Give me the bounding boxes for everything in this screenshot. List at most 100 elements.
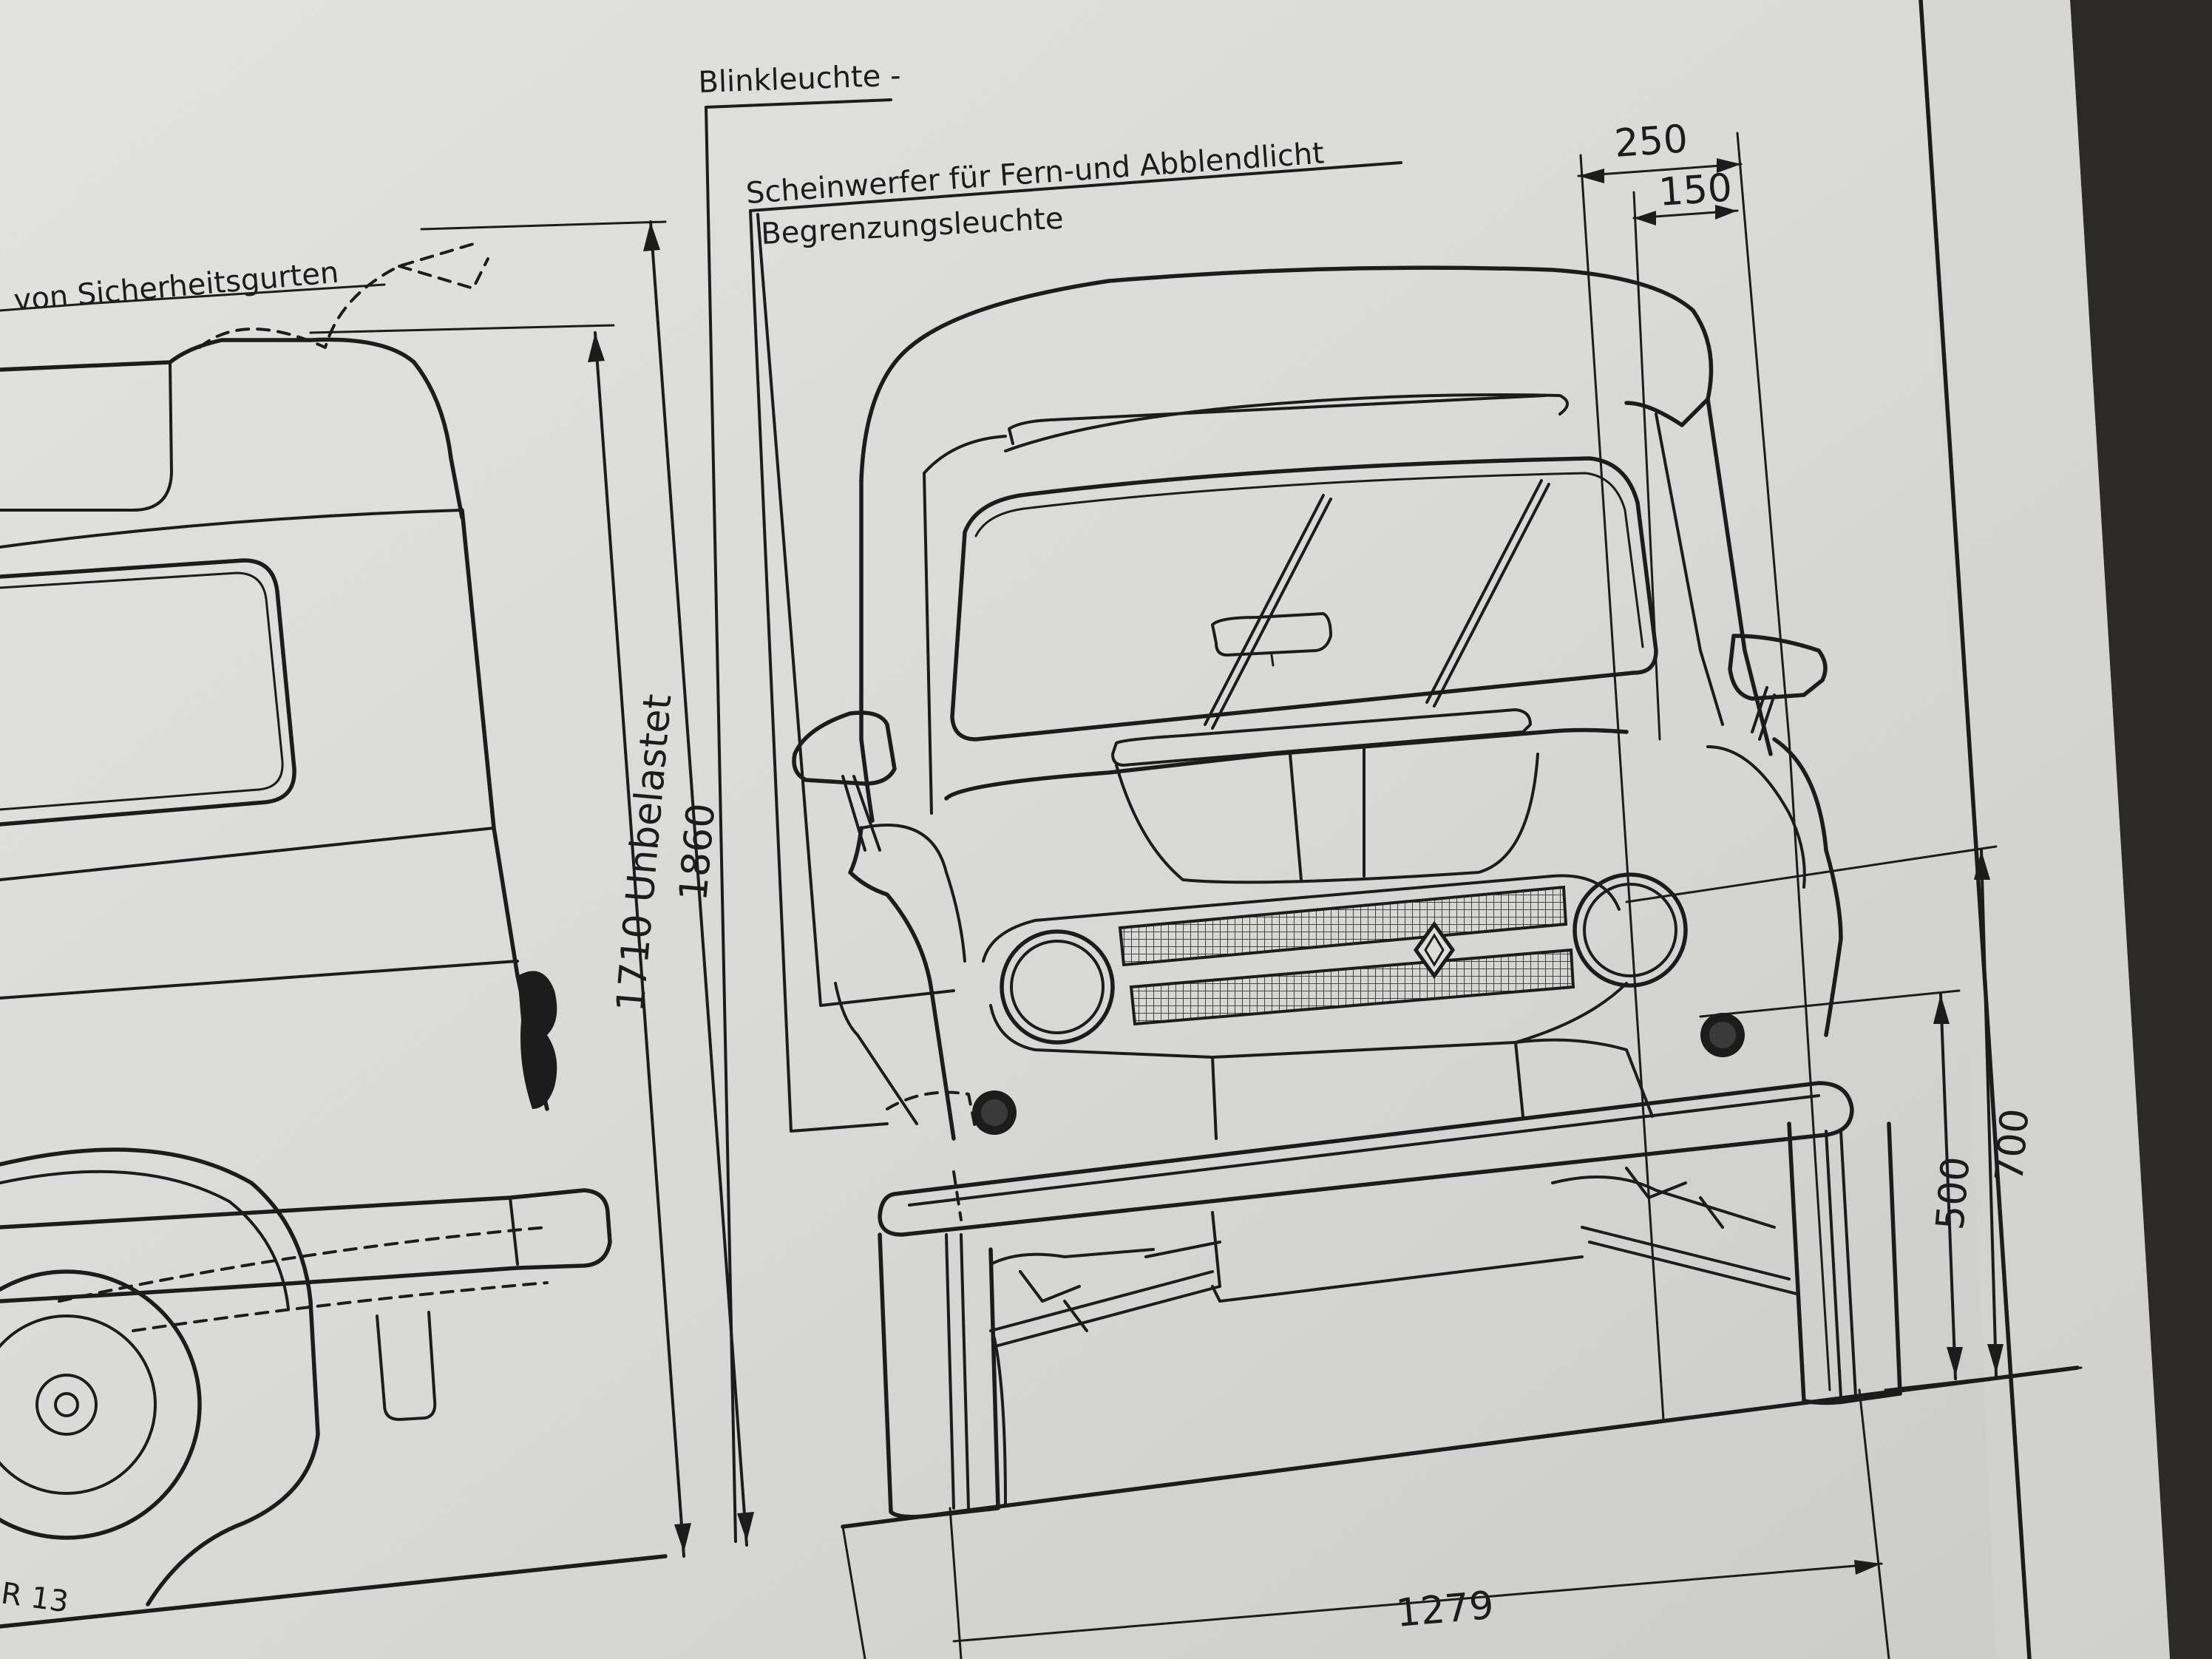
front-windshield [950,456,1658,742]
dim-1860-label: 1860 [671,801,724,903]
side-wheel-arch-inner [0,1170,290,1310]
blinkleuchte-leader [705,106,737,1543]
dim-1279-label: 1279 [1394,1584,1496,1636]
side-roof-panel [0,361,173,512]
front-roof-outline [859,265,1714,483]
scheinwerfer-leader [749,209,889,1133]
arrow-1279-right [1854,1560,1882,1575]
side-tire [0,1269,202,1540]
right-headlight [1573,872,1688,988]
side-beltline [0,827,495,881]
side-tail-lamp [518,971,557,1109]
arrow-150-right [1715,205,1737,220]
dim-1279-line [952,1562,1883,1643]
dim-1279-ext-left [949,1507,963,1659]
arrow-250-left [1578,169,1604,183]
dim-250-label: 250 [1613,117,1689,166]
front-cowl [1111,708,1532,767]
dim-ground-ext [1884,1366,2083,1391]
right-headlight-ring [1583,883,1677,977]
arrow-700-top [1974,850,1990,880]
wiper-right [1425,479,1550,708]
right-mirror-arm [1751,686,1776,741]
side-hidden-line-2 [132,1281,549,1332]
left-suspension [989,1248,1221,1347]
drawing-frame-border [1918,0,2032,1659]
arrow-1710-bottom [674,1523,691,1553]
dim-150-label: 150 [1658,166,1734,215]
side-rim [0,1314,157,1495]
dim-250-ext-right [1736,132,1831,1391]
grille-upper [1118,885,1568,967]
right-fender-top [1706,745,1806,889]
rearview-mirror-stem [1270,654,1275,667]
front-ground-line [841,1365,2080,1529]
front-roof-visor [1008,394,1547,445]
side-hub-center [54,1392,79,1417]
gurt-label-underline [0,302,98,312]
side-window-inner [0,571,284,811]
dim-1860-ext-top [420,220,667,231]
left-side-mirror [792,710,897,786]
hood-panel [1115,753,1539,884]
seatbelt-anchor-sketch [198,242,475,349]
left-headlight-ring [1010,940,1105,1034]
paper-right-margin [1922,0,2170,1659]
dim-700-label: 700 [1987,1107,2038,1184]
front-roof-left-rail [923,435,1007,475]
front-axle-line [1211,1255,1584,1303]
dim-700-ext-top [1625,845,1998,903]
left-wheel-inner [993,1337,1007,1506]
front-left-pillar [923,472,933,815]
side-hub [35,1374,98,1436]
side-mudflap [376,1311,437,1421]
left-suspension-detail [1019,1270,1088,1332]
face-panel-top [982,874,1621,963]
begrenzung-leader [756,213,955,1007]
dim-500-label: 500 [1928,1155,1978,1232]
renault-emblem-inner [1424,933,1445,967]
wiper-left [1204,494,1332,730]
front-view [792,265,2080,1529]
front-apron [1211,1041,1524,1140]
seatbelt-anchor-sketch-2 [398,257,489,290]
left-wheel-center [945,1233,970,1510]
front-roof-top-edge [1004,393,1569,452]
arrow-500-top [1933,994,1950,1024]
blinkleuchte-label: Blinkleuchte - [698,58,901,100]
side-roofline-crease [0,509,464,549]
dim-250-ext-left [1579,154,1665,1421]
gurt-leader-line [95,283,386,305]
left-wheel-hidden [952,1170,963,1221]
arrow-1860-bottom [737,1512,754,1541]
side-ground-line [0,1554,668,1629]
left-suspension-strut [1144,1211,1221,1288]
right-suspension [1551,1175,1798,1295]
frame-left-ext [841,1525,866,1659]
front-right-side [1706,397,1773,756]
side-window [0,558,296,827]
side-lower-crease [0,960,519,1000]
dim-150-ext-left [1632,191,1661,741]
left-fender-lower [834,982,918,1125]
dim-500-ext-top [1699,989,1961,1018]
left-turn-hidden-line [886,1090,977,1133]
right-fender [1772,737,1843,1037]
blinkleuchte-underline [705,98,892,109]
dim-700-line [1980,849,1998,1377]
side-bumper [0,1188,612,1303]
dim-1710-ext-top [309,324,615,334]
side-wheel-arch [0,1147,320,1607]
right-side-mirror [1728,634,1828,701]
right-apron [1514,1038,1654,1118]
hood-top-edge [944,727,1629,801]
dim-1279-ext-right [1858,1388,1890,1659]
dim-1710-line [594,331,685,1558]
arrow-1860-top [643,222,660,251]
arrow-500-bottom [1947,1347,1963,1377]
dim-250-line [1577,163,1743,177]
right-turn-signal-inner [1709,1022,1736,1048]
left-fender-top [860,824,966,963]
